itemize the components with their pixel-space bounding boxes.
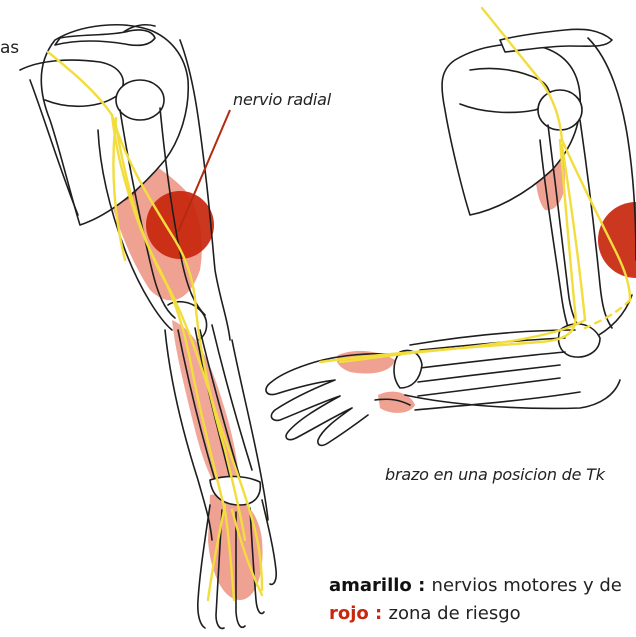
position-caption: brazo en una posicion de Tk (385, 465, 605, 484)
legend-red: rojo : zona de riesgo (329, 603, 521, 624)
legend-yellow-sep: : (412, 575, 432, 596)
right-clavicle (500, 29, 612, 52)
legend-yellow: amarillo : nervios motores y de (329, 575, 622, 596)
radial-nerve-risk-zone-right (598, 202, 636, 278)
left-humerus-head (116, 80, 164, 120)
right-arm (266, 8, 636, 445)
legend-red-sep: : (369, 603, 389, 624)
radial-nerve-label: nervio radial (233, 90, 331, 109)
legend-yellow-text: nervios motores y de (432, 575, 622, 596)
nerves-label-cut: as (0, 38, 19, 58)
right-ulna (418, 365, 560, 396)
legend-red-key: rojo (329, 603, 369, 624)
dashed-nerve-right (585, 300, 630, 328)
thumb-risk-zone-right (378, 392, 415, 413)
legend-red-text: zona de riesgo (389, 603, 521, 624)
left-arm (20, 25, 276, 629)
legend-yellow-key: amarillo (329, 575, 412, 596)
